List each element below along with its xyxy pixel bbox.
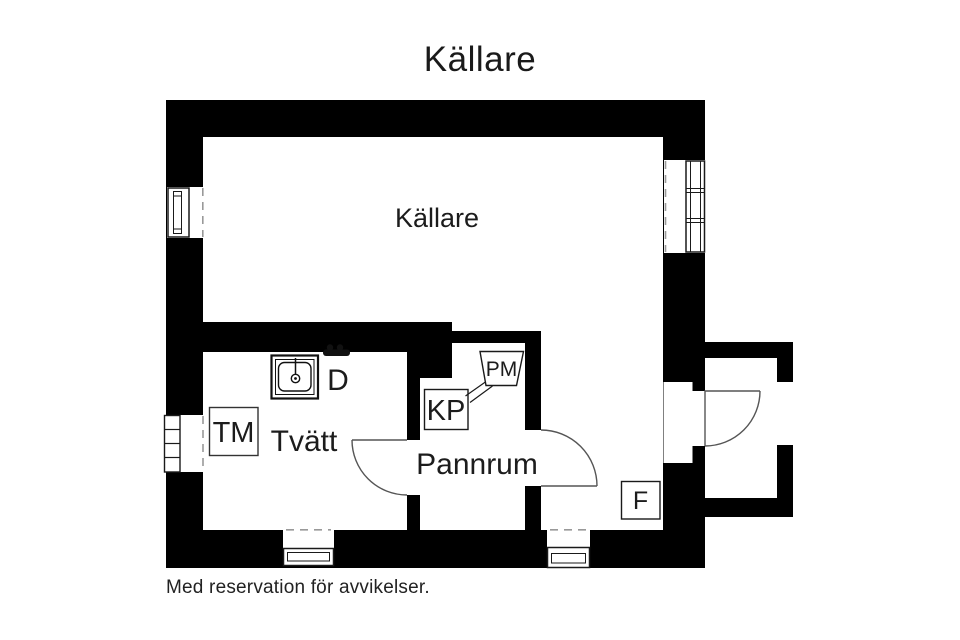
washing-machine-box [208, 406, 259, 457]
tap-handle [336, 344, 344, 351]
room-label-tvatt: Tvätt [271, 425, 338, 458]
tap-handle [326, 344, 334, 351]
door-tvatt [351, 439, 408, 496]
wall-tvatt-pannrum-lower [407, 495, 420, 530]
sink-drain [290, 373, 301, 384]
opening-door-recess-top [663, 382, 693, 391]
sink-icon [270, 354, 320, 400]
opening-window-bottom-left [283, 530, 334, 549]
window-frame [685, 160, 706, 253]
door-swing-arc [351, 439, 408, 496]
boiler-label: KP [427, 395, 466, 427]
dashed-lines [202, 161, 667, 531]
duct-line [465, 380, 488, 397]
window-pane [551, 553, 586, 564]
window-pane [173, 191, 182, 234]
flue-label: PM [486, 358, 518, 381]
stairwell-wall-top [705, 342, 793, 358]
window-bottom-left [282, 547, 335, 567]
wall-tvatt-pannrum-upper [407, 378, 420, 440]
wall-pannrum-top [452, 331, 541, 343]
wall-pannrum-right-upper [525, 343, 541, 430]
window-pane [287, 552, 330, 562]
boiler-box [423, 388, 469, 431]
wall-bottom [166, 530, 705, 568]
freezer-box [620, 480, 661, 520]
wall-tap-icon [323, 344, 350, 356]
stairwell-wall-bottom [705, 498, 793, 517]
wall-tvatt-top [203, 322, 420, 352]
opening-window-bottom-right [547, 530, 590, 548]
doors [351, 390, 761, 496]
door-pannrum [540, 429, 598, 487]
tap-body [323, 349, 350, 356]
window-left-main [167, 187, 190, 238]
opening-door-exterior [663, 391, 705, 446]
window-left-tvatt [163, 414, 181, 473]
door-swing-arc [704, 390, 761, 447]
boiler-duct [465, 380, 493, 403]
wall-top [166, 100, 705, 137]
freezer-label: F [633, 487, 648, 515]
chimney-flue-shape [479, 350, 525, 387]
washing-machine-label: TM [213, 417, 255, 449]
windows [163, 160, 706, 569]
chimney-block [407, 322, 452, 378]
page-title: Källare [423, 40, 537, 79]
sink-drain-dot [294, 377, 297, 380]
door-swing-arc [540, 429, 598, 487]
disclaimer-text: Med reservation för avvikelser. [166, 577, 430, 598]
room-label-pannrum: Pannrum [416, 448, 538, 481]
stairwell-wall-right-upper [777, 358, 793, 382]
duct-line [469, 385, 493, 403]
wall-pannrum-right-lower [525, 486, 541, 530]
door-leaf [704, 390, 760, 446]
wall-left [166, 100, 203, 568]
drain-label: D [327, 364, 349, 397]
window-right [685, 160, 706, 253]
room-label-kallare: Källare [395, 203, 479, 233]
door-exterior [704, 390, 761, 447]
window-bottom-right [546, 546, 591, 569]
opening-door-recess-bottom [663, 446, 693, 463]
